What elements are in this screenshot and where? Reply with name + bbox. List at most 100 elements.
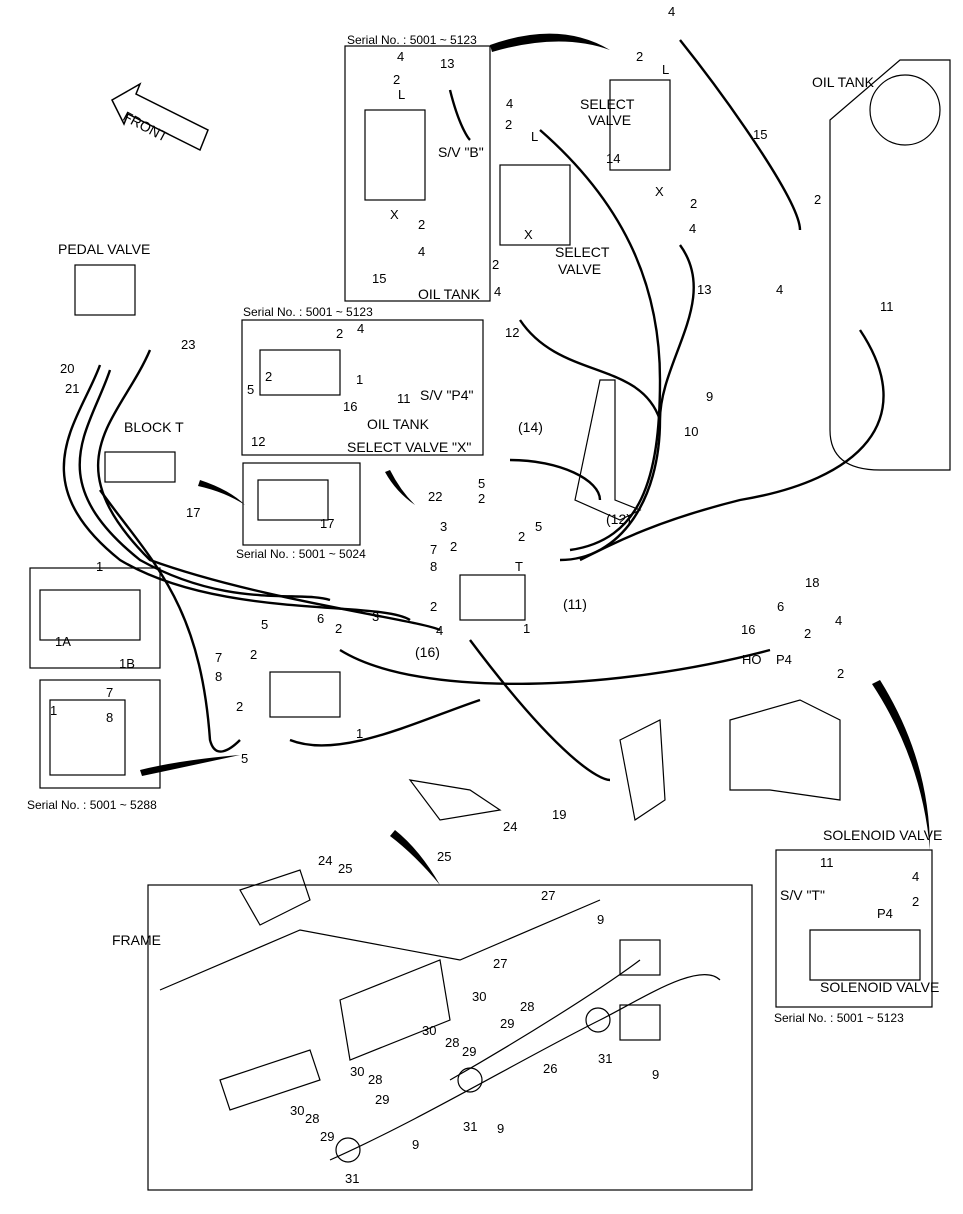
part-callout: 25 [338,861,353,876]
part-callout: 15 [753,127,768,142]
part-callout: 1A [55,634,71,649]
component-label: S/V "P4" [420,387,474,403]
component-label: L [531,129,539,144]
part-callout: 4 [494,284,502,299]
component-label: FRAME [112,932,161,948]
serial-range-label: Serial No. : 5001 ~ 5123 [347,33,477,47]
component-label: BLOCK T [124,419,184,435]
part-callout: 20 [60,361,75,376]
part-callout: 27 [493,956,508,971]
part-callout: 5 [247,382,255,397]
part-callout: 8 [106,710,114,725]
part-callout: 13 [440,56,455,71]
part-callout: 30 [350,1064,365,1079]
part-callout: 2 [418,217,426,232]
part-callout: 29 [320,1129,335,1144]
part-callout: 2 [265,369,273,384]
component-label: P4 [877,906,893,921]
component-label: X [655,184,664,199]
part-callout: 25 [437,849,452,864]
component-label: PEDAL VALVE [58,241,151,257]
part-callout: 17 [320,516,335,531]
part-callout: 3 [372,609,380,624]
part-callout: 5 [241,751,249,766]
part-callout: 4 [689,221,697,236]
component-label: P4 [776,652,792,667]
part-callout: 22 [428,489,443,504]
part-callout: 11 [397,391,411,406]
part-callout: 2 [814,192,822,207]
part-callout: 6 [317,611,325,626]
part-callout: 2 [478,491,486,506]
part-callout: 2 [492,257,500,272]
component-label: OIL TANK [367,416,429,432]
part-callout: 14 [606,151,621,166]
part-callout: 27 [541,888,556,903]
part-callout: 9 [706,389,714,404]
part-callout: 26 [543,1061,558,1076]
inset-block-5288 [39,679,161,789]
component-label: VALVE [558,261,602,277]
part-callout: 11 [820,855,834,870]
serial-range-label: Serial No. : 5001 ~ 5123 [774,1011,904,1025]
inset-sv-t [775,849,933,1008]
part-callout: 10 [684,424,699,439]
part-callout: 7 [106,685,114,700]
inset-1a-1b [29,567,161,669]
part-callout: 29 [500,1016,515,1031]
part-callout: 28 [368,1072,383,1087]
component-label: HO [742,652,762,667]
part-callout: 4 [912,869,920,884]
part-callout: 29 [462,1044,477,1059]
part-callout: 2 [690,196,698,211]
part-callout: 15 [372,271,387,286]
part-callout: 9 [412,1137,420,1152]
part-callout: 2 [912,894,920,909]
part-callout: 1 [356,726,364,741]
part-callout: 5 [261,617,269,632]
part-callout: 11 [880,299,894,314]
part-callout: 9 [597,912,605,927]
part-callout: 2 [430,599,438,614]
part-callout: 24 [503,819,518,834]
part-callout: 13 [697,282,712,297]
part-callout: 4 [397,49,405,64]
part-callout: 24 [318,853,333,868]
part-callout: 29 [375,1092,390,1107]
block-t [104,451,176,483]
part-callout: 2 [393,72,401,87]
part-callout: (16) [415,644,440,660]
front-arrow-icon [111,82,209,152]
part-callout: 16 [343,399,358,414]
part-callout: 21 [65,381,80,396]
part-callout: 1B [119,656,135,671]
part-callout: (11) [563,596,587,612]
serial-range-label: Serial No. : 5001 ~ 5024 [236,547,366,561]
part-callout: 5 [535,519,543,534]
component-label: X [524,227,533,242]
inset-sv-b [344,45,491,302]
part-callout: 1 [356,372,364,387]
serial-range-label: Serial No. : 5001 ~ 5288 [27,798,157,812]
part-callout: 4 [357,321,365,336]
component-label: SOLENOID VALVE [820,979,940,995]
part-callout: 4 [506,96,514,111]
part-callout: 4 [436,623,444,638]
callout-arc [490,33,610,52]
component-label: L [662,62,670,77]
part-callout: 6 [777,599,785,614]
part-callout: 2 [250,647,258,662]
part-callout: 16 [741,622,756,637]
part-callout: 31 [598,1051,613,1066]
part-callout: 8 [430,559,438,574]
part-callout: 2 [804,626,812,641]
part-callout: 19 [552,807,567,822]
part-callout: 4 [418,244,426,259]
part-callout: 4 [776,282,784,297]
part-callout: 17 [186,505,201,520]
part-callout: 7 [215,650,223,665]
part-callout: 4 [668,4,676,19]
component-label: X [390,207,399,222]
